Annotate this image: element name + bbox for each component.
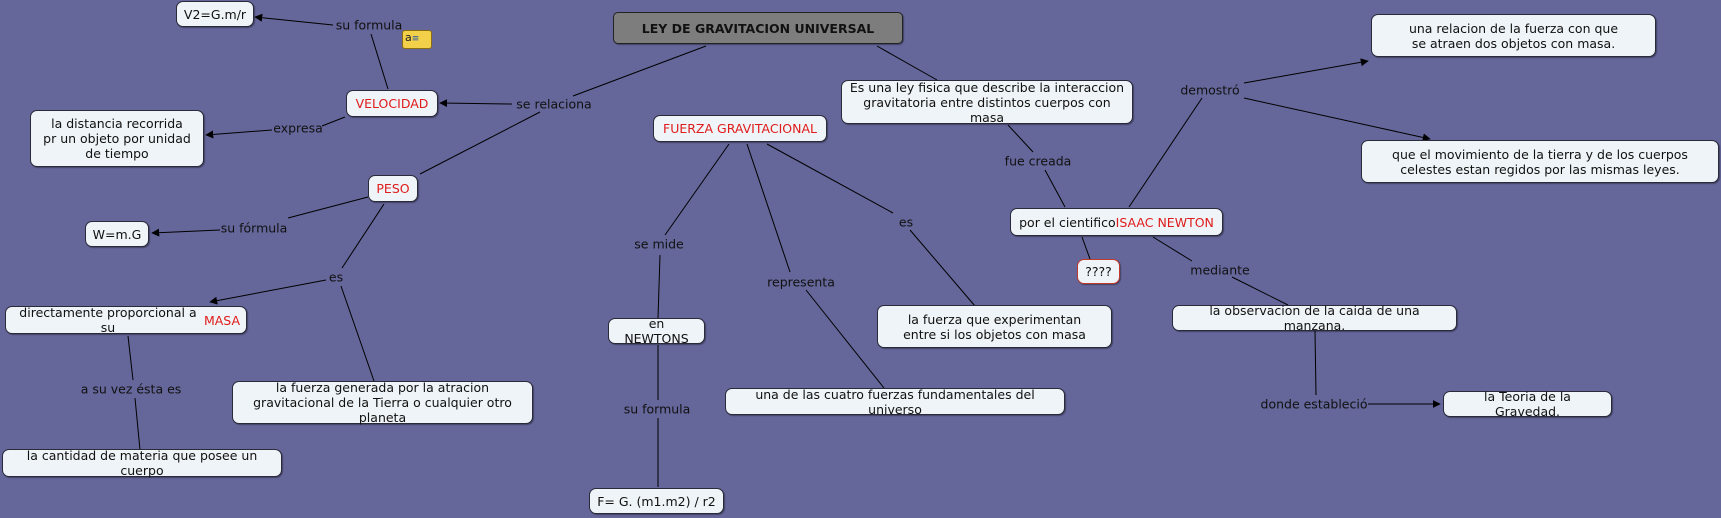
- link-suformula-v2: [254, 13, 334, 26]
- link-peso-es: [341, 203, 385, 269]
- node-title[interactable]: LEY DE GRAVITACION UNIVERSAL: [613, 12, 903, 44]
- node-teoria[interactable]: la Teoria de la Gravedad.: [1443, 389, 1612, 419]
- label-su-formula-f: su formula: [623, 401, 691, 417]
- node-wmg[interactable]: W=m.G: [85, 221, 149, 247]
- node-fuerza-experimentan[interactable]: la fuerza que experimentan entre si los …: [877, 305, 1112, 348]
- node-cantidad-materia[interactable]: la cantidad de materia que posee un cuer…: [2, 448, 282, 478]
- link-es-fuerzagenerada: [340, 285, 375, 382]
- node-peso[interactable]: PESO: [368, 175, 418, 202]
- link-asuvez-cantidad: [134, 397, 141, 451]
- node-distancia[interactable]: la distancia recorrida pr un objeto por …: [30, 110, 204, 167]
- node-newtons[interactable]: en NEWTONS: [608, 316, 705, 346]
- link-suformula-wmg: [151, 228, 221, 237]
- label-su-formula-v: su formula: [335, 17, 403, 33]
- link-fg-semide: [664, 143, 730, 236]
- link-representa-cuatro: [805, 289, 885, 389]
- link-fg-representa: [746, 143, 791, 273]
- link-velocidad-expresa: [321, 116, 346, 127]
- label-su-formula-w: su fórmula: [220, 220, 288, 236]
- link-title-serelaciona: [572, 45, 707, 97]
- node-v2[interactable]: V2=G.m/r: [176, 1, 254, 27]
- node-velocidad[interactable]: VELOCIDAD: [346, 90, 438, 117]
- link-mediante-observacion: [1231, 276, 1289, 306]
- node-question[interactable]: ????: [1077, 259, 1120, 284]
- node-cuatro-fuerzas[interactable]: una de las cuatro fuerzas fundamentales …: [725, 387, 1065, 417]
- node-observacion[interactable]: la observacion de la caida de una manzan…: [1172, 303, 1457, 333]
- label-fue-creada: fue creada: [1004, 153, 1072, 169]
- link-cientifico-question: [1081, 236, 1091, 260]
- link-velocidad-suformula: [370, 33, 389, 90]
- masa-text: MASA: [203, 312, 240, 328]
- link-observacion-donde: [1314, 330, 1317, 396]
- link-serelaciona-peso: [419, 111, 541, 175]
- label-expresa: expresa: [273, 120, 323, 136]
- label-representa: representa: [767, 274, 835, 290]
- link-title-leyfisica: [876, 45, 938, 81]
- link-cientifico-demostro: [1128, 97, 1203, 208]
- node-fuerza-gravitacional[interactable]: FUERZA GRAVITACIONAL: [653, 115, 827, 142]
- node-movimiento-tierra[interactable]: que el movimiento de la tierra y de los …: [1361, 140, 1719, 183]
- link-demostro-movimiento: [1243, 97, 1431, 142]
- node-proporcional[interactable]: directamente proporcional a su MASA: [5, 305, 247, 335]
- link-expresa-distancia: [205, 129, 273, 139]
- node-ley-fisica[interactable]: Es una ley fisica que describe la intera…: [841, 80, 1133, 125]
- label-donde-establecio: donde estableció: [1260, 396, 1368, 412]
- label-es-fuerza: es: [898, 214, 914, 230]
- node-cientifico[interactable]: por el cientifico ISAAC NEWTON: [1010, 208, 1223, 236]
- label-es-peso: es: [328, 269, 344, 285]
- link-es-proporcional: [209, 279, 327, 305]
- link-cientifico-mediante: [1152, 236, 1193, 262]
- label-se-relaciona: se relaciona: [516, 96, 592, 112]
- label-se-mide: se mide: [634, 236, 684, 252]
- label-mediante: mediante: [1190, 262, 1250, 278]
- proporcional-text: directamente proporcional a su: [19, 305, 197, 335]
- link-fuecreada-cientifico: [1044, 169, 1066, 208]
- link-proporcional-asuvez: [127, 335, 134, 381]
- label-demostro: demostró: [1180, 82, 1240, 98]
- link-demostro-relacion: [1243, 58, 1369, 84]
- isaac-newton-text: ISAAC NEWTON: [1115, 214, 1214, 230]
- note-icon[interactable]: a≡: [402, 30, 432, 49]
- link-peso-suformula: [287, 196, 369, 219]
- link-fg-es: [766, 143, 894, 214]
- label-a-su-vez: a su vez ésta es: [80, 381, 182, 397]
- node-relacion-fuerza[interactable]: una relacion de la fuerza con que se atr…: [1371, 14, 1656, 57]
- link-serelaciona-velocidad: [439, 99, 513, 108]
- node-fuerza-generada[interactable]: la fuerza generada por la atracion gravi…: [232, 380, 533, 425]
- cientifico-text: por el cientifico: [1019, 214, 1116, 230]
- link-es-experimentan: [909, 229, 976, 307]
- link-semide-newtons: [657, 254, 661, 319]
- link-leyfisica-fuecreada: [1007, 124, 1034, 153]
- node-formula-f[interactable]: F= G. (m1.m2) / r2: [589, 488, 724, 514]
- wmg-text: W=m.G: [92, 226, 142, 242]
